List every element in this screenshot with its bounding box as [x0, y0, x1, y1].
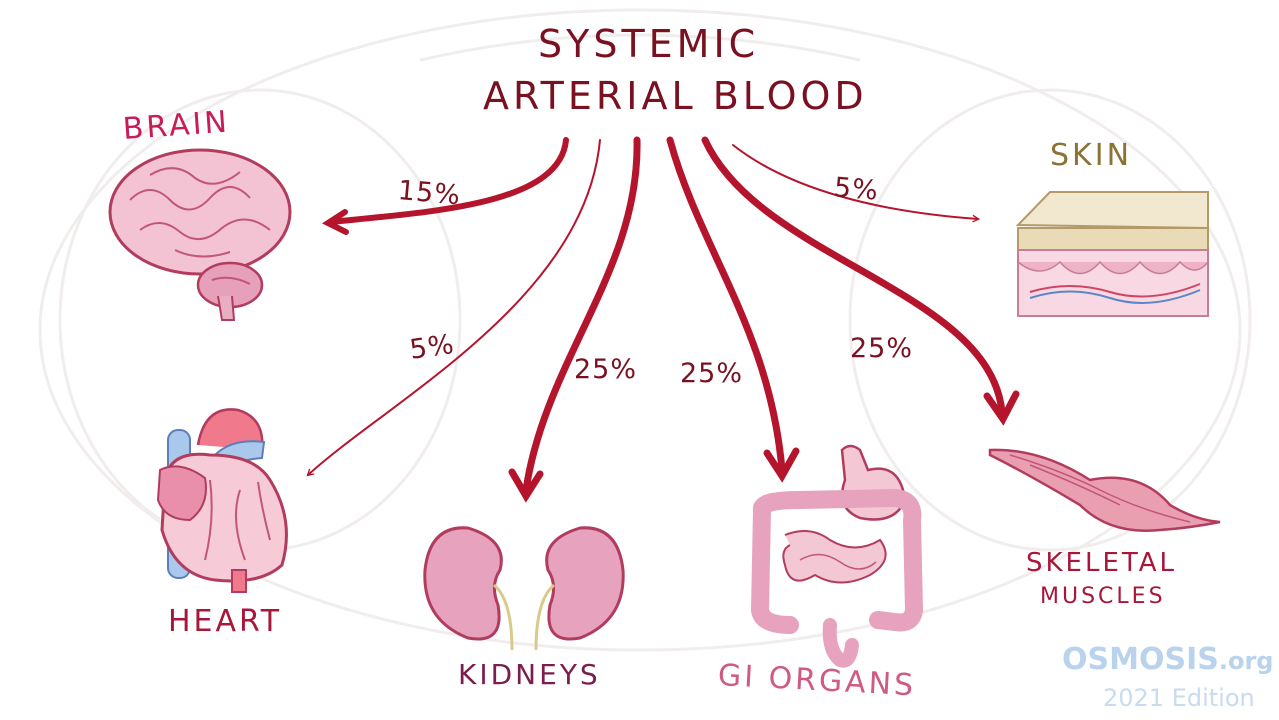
flow-arrows: [308, 136, 1020, 503]
flow-label-skin: 5%: [832, 172, 881, 207]
skeletal-muscle-illustration: [988, 448, 1221, 532]
arrow-muscle: [701, 136, 1006, 416]
arrow-heart: [308, 139, 601, 475]
diagram-title-line-2: ARTERIAL BLOOD: [483, 74, 868, 118]
flow-label-kidneys: 25%: [574, 354, 638, 385]
label-muscles: MUSCLES: [1040, 584, 1166, 609]
edition-label: 2021 Edition: [1103, 684, 1255, 712]
label-skeletal: SKELETAL: [1026, 548, 1178, 578]
osmosis-logo-suffix: .org: [1218, 647, 1274, 675]
kidneys-illustration: [423, 526, 625, 651]
skin-illustration: [1015, 191, 1209, 317]
brain-illustration: [108, 148, 292, 321]
label-brain: BRAIN: [121, 104, 231, 147]
label-skin: SKIN: [1050, 138, 1133, 173]
flow-label-gi: 25%: [680, 358, 744, 389]
flow-label-brain: 15%: [396, 175, 463, 212]
osmosis-logo-name: OSMOSIS: [1062, 642, 1219, 677]
arrow-kidneys-head: [508, 468, 544, 503]
gi-organs-illustration: [750, 444, 924, 668]
label-kidneys: KIDNEYS: [458, 658, 601, 691]
arrow-skin: [732, 144, 978, 219]
arrow-brain: [327, 137, 569, 225]
arrow-brain-head: [321, 209, 349, 235]
flow-label-heart: 5%: [407, 328, 457, 366]
heart-illustration: [156, 408, 288, 593]
arrow-kidneys: [522, 136, 641, 494]
diagram-title-line-1: SYSTEMIC: [538, 22, 760, 66]
flow-label-muscle: 25%: [850, 333, 914, 364]
label-heart: HEART: [168, 604, 283, 639]
osmosis-logo: OSMOSIS.org: [1062, 642, 1273, 677]
arrow-gi: [666, 136, 786, 474]
arrow-muscle-head: [983, 390, 1020, 426]
arrow-gi-head: [763, 447, 800, 483]
